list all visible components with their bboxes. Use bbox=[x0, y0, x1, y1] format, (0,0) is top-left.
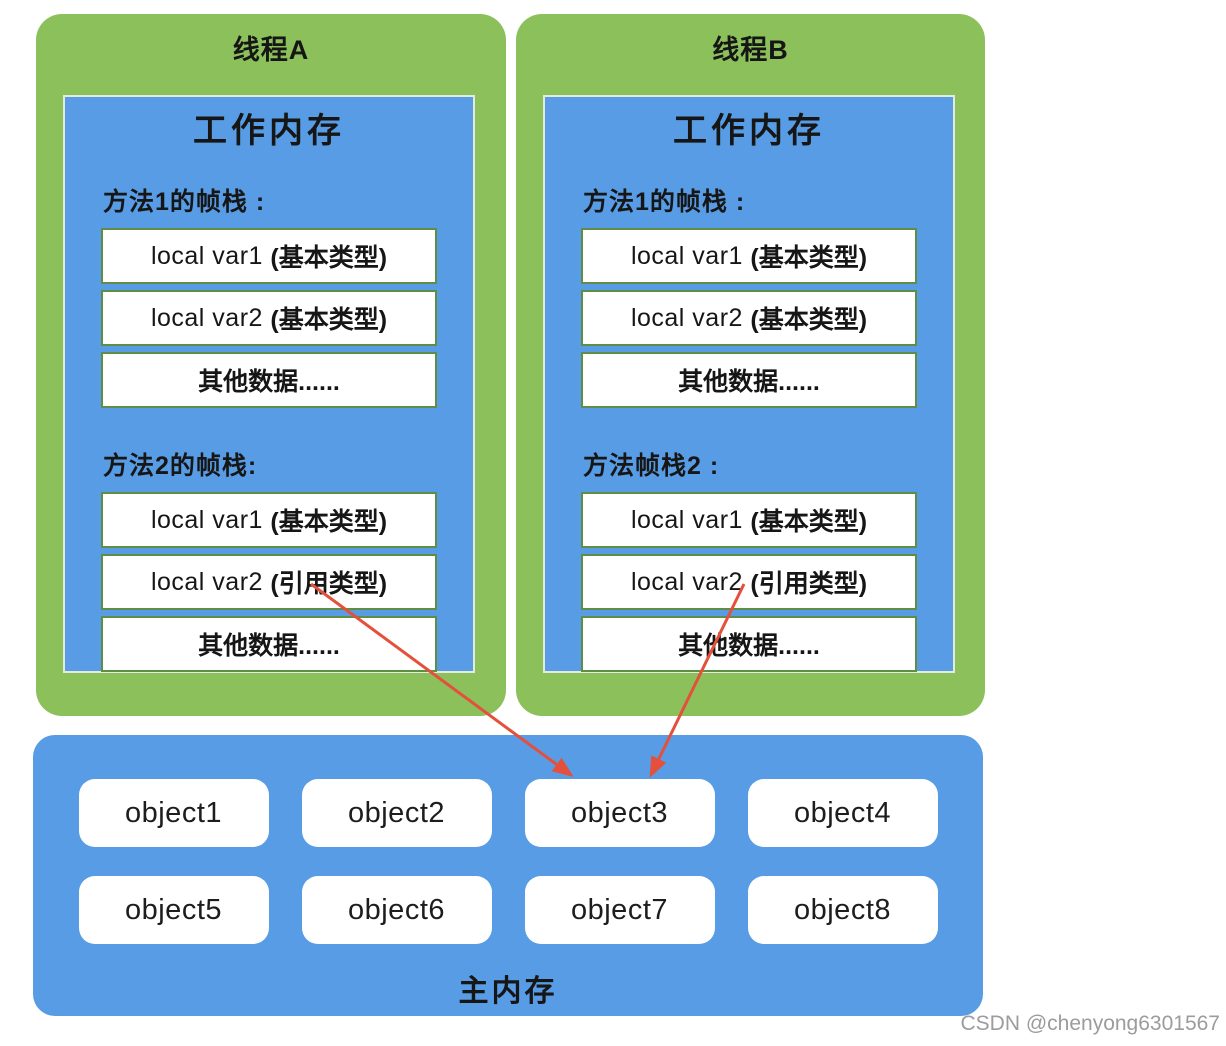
object-box: object5 bbox=[78, 876, 269, 944]
object-box: object8 bbox=[747, 876, 938, 944]
frame-slot-reference-var: local var2 (引用类型) bbox=[581, 554, 917, 610]
slot-text-chinese: (基本类型) bbox=[750, 244, 868, 272]
frame-slot: 其他数据...... bbox=[581, 352, 917, 408]
slot-text-chinese: 其他数据...... bbox=[678, 632, 820, 660]
watermark: CSDN @chenyong6301567 bbox=[960, 1012, 1221, 1035]
thread-b-panel: 线程B 工作内存 方法1的帧栈 : local var1 (基本类型) loca… bbox=[516, 14, 985, 716]
frame-slot: 其他数据...... bbox=[581, 616, 917, 672]
frame-slot: 其他数据...... bbox=[101, 352, 437, 408]
object-box: object6 bbox=[301, 876, 492, 944]
frame-slot-reference-var: local var2 (引用类型) bbox=[101, 554, 437, 610]
slot-text-latin: local var1 bbox=[630, 241, 751, 270]
frame-slot: local var2 (基本类型) bbox=[101, 290, 437, 346]
frame-slot: local var2 (基本类型) bbox=[581, 290, 917, 346]
thread-b-working-memory: 工作内存 方法1的帧栈 : local var1 (基本类型) local va… bbox=[543, 95, 955, 673]
slot-text-chinese: 其他数据...... bbox=[678, 368, 820, 396]
frame-slot: 其他数据...... bbox=[101, 616, 437, 672]
thread-a-frame2-label: 方法2的帧栈: bbox=[103, 452, 258, 480]
slot-text-chinese: (引用类型) bbox=[750, 570, 868, 598]
main-memory-panel: object1 object2 object3 object4 object5 … bbox=[33, 735, 983, 1016]
thread-b-frame2-label: 方法帧栈2 : bbox=[583, 452, 720, 480]
object-box: object1 bbox=[78, 779, 269, 847]
slot-text-chinese: (基本类型) bbox=[270, 244, 388, 272]
slot-text-chinese: 其他数据...... bbox=[198, 632, 340, 660]
slot-text-latin: local var1 bbox=[630, 505, 751, 534]
frame-slot: local var1 (基本类型) bbox=[101, 228, 437, 284]
slot-text-chinese: (基本类型) bbox=[750, 306, 868, 334]
frame-slot: local var1 (基本类型) bbox=[581, 492, 917, 548]
main-memory-title: 主内存 bbox=[458, 975, 558, 1008]
slot-text-latin: local var1 bbox=[150, 505, 271, 534]
slot-text-chinese: (基本类型) bbox=[270, 306, 388, 334]
objects-row-1: object1 object2 object3 object4 bbox=[33, 735, 983, 847]
thread-b-title: 线程B bbox=[712, 35, 789, 65]
slot-text-latin: local var2 bbox=[150, 567, 271, 596]
thread-b-frame1-label: 方法1的帧栈 : bbox=[583, 188, 746, 216]
slot-text-latin: local var2 bbox=[630, 303, 751, 332]
slot-text-chinese: (基本类型) bbox=[750, 508, 868, 536]
objects-row-2: object5 object6 object7 object8 bbox=[33, 847, 983, 944]
slot-text-latin: local var1 bbox=[150, 241, 271, 270]
thread-a-title: 线程A bbox=[232, 35, 310, 65]
object-box: object7 bbox=[524, 876, 715, 944]
thread-a-frame1-label: 方法1的帧栈 : bbox=[103, 188, 266, 216]
thread-a-working-memory-title: 工作内存 bbox=[193, 112, 345, 150]
slot-text-chinese: (引用类型) bbox=[270, 570, 388, 598]
slot-text-latin: local var2 bbox=[630, 567, 751, 596]
slot-text-chinese: 其他数据...... bbox=[198, 368, 340, 396]
slot-text-latin: local var2 bbox=[150, 303, 271, 332]
object-box-referenced: object3 bbox=[524, 779, 715, 847]
object-box: object2 bbox=[301, 779, 492, 847]
object-box: object4 bbox=[747, 779, 938, 847]
thread-b-working-memory-title: 工作内存 bbox=[673, 112, 825, 150]
thread-a-working-memory: 工作内存 方法1的帧栈 : local var1 (基本类型) local va… bbox=[63, 95, 475, 673]
frame-slot: local var1 (基本类型) bbox=[581, 228, 917, 284]
slot-text-chinese: (基本类型) bbox=[270, 508, 388, 536]
thread-a-panel: 线程A 工作内存 方法1的帧栈 : local var1 (基本类型) loca… bbox=[36, 14, 506, 716]
frame-slot: local var1 (基本类型) bbox=[101, 492, 437, 548]
